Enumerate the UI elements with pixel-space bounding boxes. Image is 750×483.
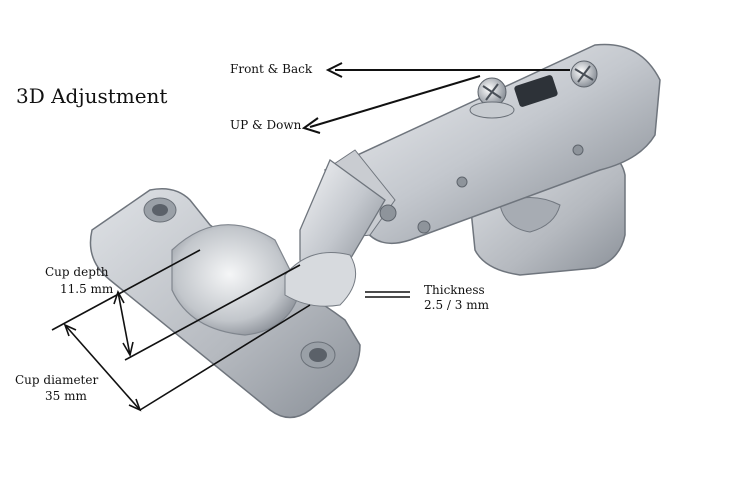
thickness-value: 2.5 / 3 mm xyxy=(424,298,489,312)
cup-depth-label: Cup depth xyxy=(45,265,109,279)
cup-depth-value: 11.5 mm xyxy=(60,282,114,296)
cup-diameter-value: 35 mm xyxy=(45,389,87,403)
cup-plate xyxy=(89,188,361,419)
hinge-arm xyxy=(284,43,661,307)
up-down-label: UP & Down xyxy=(230,118,302,132)
thickness-label: Thickness xyxy=(424,283,485,297)
arrow-icon xyxy=(301,62,570,134)
dimension-lines xyxy=(51,249,410,412)
mounting-plate xyxy=(469,149,626,276)
front-back-label: Front & Back xyxy=(230,62,313,76)
page-title: 3D Adjustment xyxy=(16,84,168,108)
screw-icon xyxy=(469,60,598,119)
cup-diameter-label: Cup diameter xyxy=(15,373,99,387)
